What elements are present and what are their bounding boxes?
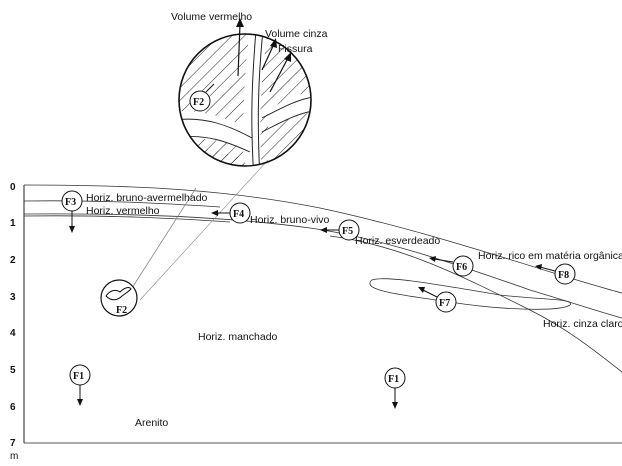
horizon-boundaries bbox=[23, 184, 622, 373]
label-fissure: Fissura bbox=[278, 43, 313, 55]
fissure-arrowhead bbox=[284, 52, 291, 62]
red-volume-pointer bbox=[237, 23, 241, 77]
branch-edge-1 bbox=[179, 118, 253, 139]
marker-f2-mottle: F2 bbox=[100, 279, 138, 317]
marker-f3-label: F3 bbox=[65, 197, 76, 208]
red-volume-arrowhead bbox=[236, 18, 244, 27]
zoom-connector-right bbox=[139, 159, 269, 301]
marker-f1-left: F1 bbox=[69, 364, 91, 406]
fissure-line bbox=[251, 34, 257, 166]
marker-f2-zoom bbox=[189, 90, 211, 112]
marker-f7: F7 bbox=[418, 287, 457, 313]
zoom-circle bbox=[178, 33, 312, 167]
label-horiz-organic-rich: Horiz. rico em matéria orgânica bbox=[478, 250, 622, 262]
marker-f5: F5 bbox=[320, 219, 360, 241]
marker-f3: F3 bbox=[61, 190, 83, 233]
marker-f8: F8 bbox=[535, 263, 576, 285]
marker-f5-label: F5 bbox=[342, 226, 353, 237]
grey-volume-branch bbox=[179, 111, 250, 150]
depth-tick-6: 6 bbox=[10, 402, 16, 413]
boundary-red bbox=[23, 213, 622, 319]
branch-edge-3 bbox=[261, 95, 311, 119]
marker-f1-right: F1 bbox=[384, 367, 406, 409]
label-horiz-mottled: Horiz. manchado bbox=[198, 331, 278, 343]
marker-f4-label: F4 bbox=[233, 209, 244, 220]
depth-tick-0: 0 bbox=[10, 182, 16, 193]
depth-tick-5: 5 bbox=[10, 365, 16, 376]
grey-volume-right bbox=[268, 90, 311, 128]
label-horiz-red: Horiz. vermelho bbox=[86, 205, 160, 217]
marker-f4: F4 bbox=[211, 202, 251, 224]
marker-f2-mottle-label: F2 bbox=[116, 305, 127, 316]
boundary-reddish-brown bbox=[23, 200, 221, 208]
depth-tick-7: 7 bbox=[10, 438, 16, 449]
marker-f8-label: F8 bbox=[558, 270, 569, 281]
grey-volume-arrowhead bbox=[270, 38, 277, 48]
marker-f1-right-label: F1 bbox=[388, 374, 399, 385]
zoom-connector-left bbox=[131, 187, 197, 289]
label-sandstone: Arenito bbox=[135, 417, 168, 429]
branch-edge-4 bbox=[261, 109, 311, 133]
label-horiz-reddish-brown: Horiz. bruno-avermelhado bbox=[86, 192, 208, 204]
marker-f7-label: F7 bbox=[439, 298, 450, 309]
label-horiz-light-grey: Horiz. cinza claro bbox=[543, 318, 622, 330]
label-grey-volume: Volume cinza bbox=[265, 28, 328, 40]
depth-tick-1: 1 bbox=[10, 218, 16, 229]
marker-f1-left-label: F1 bbox=[73, 371, 84, 382]
marker-f2-zoom-label: F2 bbox=[193, 97, 204, 108]
depth-axis: 0 1 2 3 4 5 6 7 m bbox=[10, 182, 622, 462]
boundary-red-lower bbox=[23, 215, 231, 223]
depth-unit: m bbox=[10, 451, 18, 461]
label-horiz-greenish: Horiz. esverdeado bbox=[355, 235, 440, 247]
depth-tick-2: 2 bbox=[10, 255, 16, 266]
label-horiz-bright-brown: Horiz. bruno-vivo bbox=[250, 214, 330, 226]
grey-volume-pointer bbox=[261, 43, 275, 71]
surface-line bbox=[23, 184, 622, 294]
depth-tick-4: 4 bbox=[10, 328, 16, 339]
fissure-line-2 bbox=[257, 34, 264, 166]
marker-f2-zoom-arrow bbox=[205, 83, 215, 93]
depth-tick-3: 3 bbox=[10, 292, 16, 303]
label-red-volume: Volume vermelho bbox=[171, 11, 252, 23]
light-grey-lens bbox=[369, 278, 571, 310]
marker-f6: F6 bbox=[429, 255, 474, 277]
boundary-greenish bbox=[329, 235, 622, 373]
marker-f6-label: F6 bbox=[456, 262, 467, 273]
fissure-pointer bbox=[269, 57, 289, 93]
